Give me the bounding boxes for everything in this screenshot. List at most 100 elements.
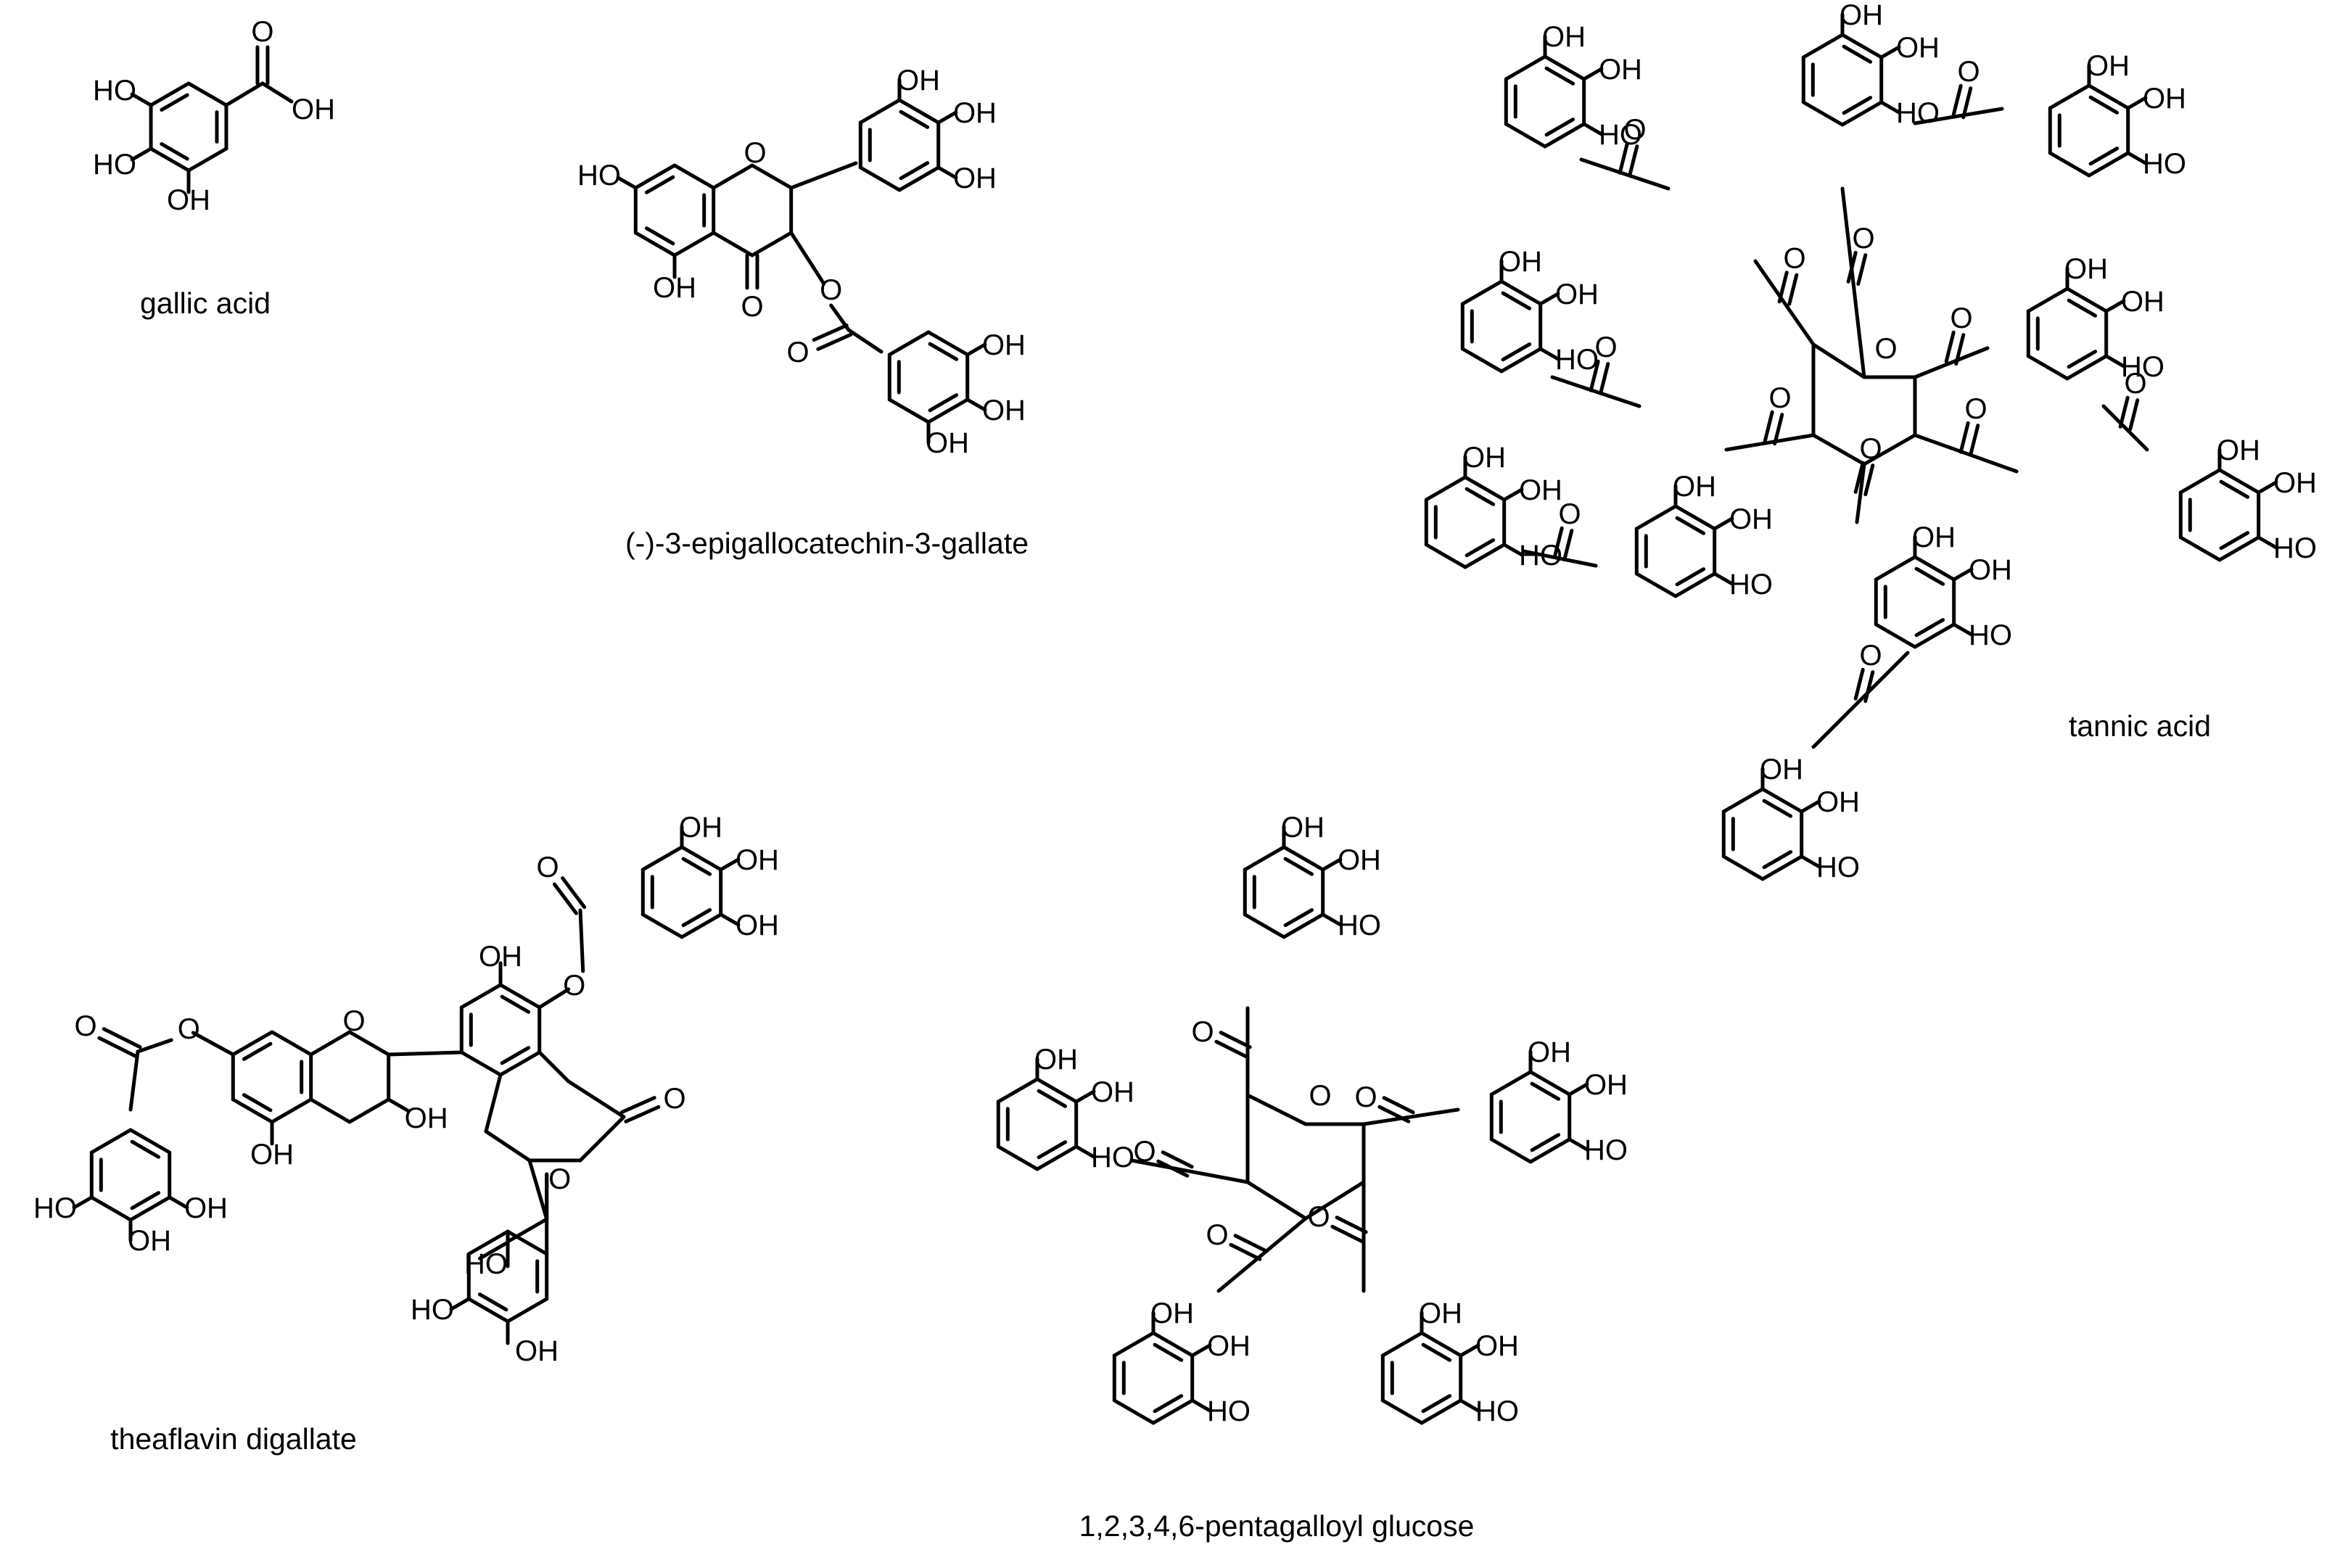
atom-label: OH bbox=[1969, 554, 2012, 586]
bond bbox=[1760, 787, 1804, 814]
bond bbox=[965, 342, 987, 357]
atom-label: OH bbox=[1338, 844, 1381, 876]
atom-label: HO bbox=[1475, 1395, 1519, 1427]
atom-label: O bbox=[536, 851, 559, 883]
caption-pentagalloyl-glucose: 1,2,3,4,6-pentagalloyl glucose bbox=[1079, 1509, 1475, 1543]
bond bbox=[1673, 504, 1717, 531]
atom-label: HO bbox=[93, 149, 136, 181]
atom-label: O bbox=[1768, 382, 1791, 414]
bond bbox=[1465, 538, 1496, 558]
bond bbox=[1762, 799, 1793, 818]
bond bbox=[1502, 542, 1524, 557]
atom-label: OH bbox=[405, 1102, 448, 1134]
bond bbox=[1863, 670, 1875, 703]
bond bbox=[1713, 572, 1734, 586]
bond bbox=[1840, 100, 1884, 127]
bond bbox=[1499, 279, 1543, 306]
bond bbox=[1330, 1224, 1364, 1243]
atom-label: HO bbox=[2273, 532, 2317, 564]
bond bbox=[561, 876, 587, 909]
atom-label: OH bbox=[982, 329, 1026, 361]
bond bbox=[1504, 122, 1547, 149]
atom-label: OH bbox=[184, 1192, 228, 1224]
bond bbox=[1233, 1234, 1266, 1253]
bond bbox=[130, 1191, 161, 1210]
bond bbox=[1544, 117, 1575, 137]
atom-label: OH bbox=[515, 1335, 559, 1367]
bond bbox=[1913, 622, 1956, 649]
bond bbox=[1874, 622, 1917, 649]
bond bbox=[926, 397, 970, 424]
bond bbox=[309, 1097, 352, 1124]
atom-label: OH bbox=[2143, 83, 2186, 115]
bond bbox=[2126, 151, 2148, 165]
bond bbox=[2118, 395, 2130, 429]
bond bbox=[1721, 787, 1765, 814]
bond bbox=[1035, 1144, 1079, 1171]
bond bbox=[498, 983, 542, 1010]
atom-label: OH bbox=[1207, 1330, 1251, 1362]
bond bbox=[2217, 468, 2261, 495]
bond bbox=[97, 1036, 138, 1058]
bond bbox=[1112, 1398, 1156, 1425]
bond bbox=[1190, 1343, 1212, 1358]
bond bbox=[1037, 1140, 1068, 1160]
bond bbox=[1282, 845, 1325, 872]
bond bbox=[936, 110, 958, 125]
atom-label: OH bbox=[167, 184, 210, 216]
bond bbox=[1465, 487, 1496, 506]
bond bbox=[128, 1195, 172, 1222]
bond bbox=[928, 342, 959, 361]
atom-label: O bbox=[251, 16, 273, 48]
bond bbox=[640, 912, 684, 939]
bond bbox=[1243, 845, 1286, 872]
bond bbox=[1380, 1398, 1424, 1425]
bond bbox=[1582, 67, 1604, 81]
atom-label: O bbox=[178, 1013, 200, 1045]
bond bbox=[224, 81, 265, 107]
atom-label: OH bbox=[926, 427, 969, 459]
atom-label: OH bbox=[1419, 1297, 1462, 1329]
bond bbox=[1214, 1039, 1248, 1058]
bond bbox=[2048, 151, 2091, 178]
bond bbox=[1763, 410, 1774, 443]
bond bbox=[1951, 83, 1963, 117]
atom-label: HO bbox=[93, 75, 136, 107]
bond bbox=[1528, 1137, 1572, 1164]
bond bbox=[750, 163, 794, 190]
bond bbox=[1543, 122, 1586, 149]
bond bbox=[789, 231, 826, 286]
atom-label: O bbox=[1558, 498, 1581, 530]
atom-label: HO bbox=[411, 1294, 454, 1326]
bond bbox=[2101, 404, 2149, 452]
bond bbox=[2219, 531, 2250, 550]
bond bbox=[680, 845, 723, 872]
atom-label: OH bbox=[1599, 54, 1642, 86]
bond bbox=[578, 1115, 626, 1163]
bond bbox=[644, 226, 675, 246]
bond bbox=[624, 1105, 661, 1123]
atom-label: OH bbox=[1091, 1076, 1134, 1108]
atom-label: OH bbox=[1896, 32, 1940, 64]
bond bbox=[1282, 912, 1325, 939]
atom-label: O bbox=[74, 1010, 96, 1042]
bond bbox=[1879, 100, 1901, 115]
bond bbox=[899, 161, 930, 181]
bond bbox=[2065, 286, 2109, 313]
atom-label: OH bbox=[1462, 442, 1506, 474]
atom-label: OH bbox=[1150, 1297, 1194, 1329]
atom-label: OH bbox=[679, 812, 722, 843]
bond bbox=[1634, 504, 1678, 531]
bond bbox=[1377, 1105, 1411, 1123]
bond bbox=[1421, 1342, 1452, 1362]
bond bbox=[89, 1128, 133, 1155]
bond bbox=[578, 908, 585, 973]
atom-label: HO bbox=[1584, 1134, 1628, 1166]
bond bbox=[1762, 850, 1793, 870]
bond bbox=[1800, 799, 1821, 814]
bond bbox=[633, 231, 677, 257]
bond bbox=[1618, 141, 1629, 175]
bond bbox=[680, 912, 723, 939]
bond bbox=[1501, 291, 1532, 310]
